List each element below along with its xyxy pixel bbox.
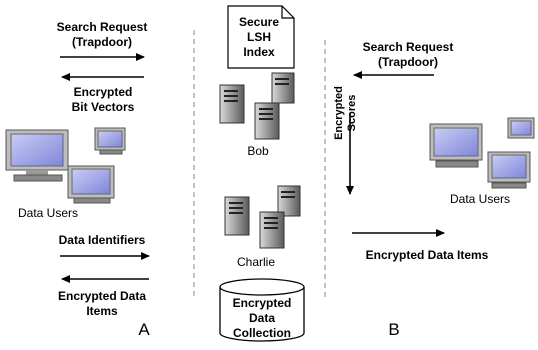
label-search-request-a: Search Request (Trapdoor) [56, 20, 148, 49]
server-icon [271, 72, 295, 104]
label-data-identifiers: Data Identifiers [58, 233, 146, 247]
computer-icon [507, 117, 535, 139]
server-icon [254, 102, 280, 140]
computer-icon [94, 127, 126, 155]
label-encrypted-data-items-b: Encrypted Data Items [365, 248, 489, 262]
panel-label-a: A [138, 320, 150, 339]
label-encrypted-data-collection: Encrypted Data Collection [232, 296, 292, 340]
computer-icon [67, 165, 115, 204]
label-charlie: Charlie [236, 255, 275, 269]
label-encrypted-scores: Encrypted Scores [333, 86, 358, 140]
label-encrypted-bit-vectors: Encrypted Bit Vectors [71, 85, 135, 114]
panel-label-b: B [388, 320, 400, 339]
computer-icon [487, 151, 531, 189]
database-cylinder-icon [219, 278, 305, 342]
server-icon [219, 84, 245, 124]
server-icon [259, 211, 285, 249]
label-search-request-b: Search Request (Trapdoor) [362, 40, 454, 69]
document-icon [227, 5, 295, 69]
label-encrypted-data-items-a: Encrypted Data Items [57, 289, 147, 318]
computer-icon [5, 129, 69, 182]
label-data-users-b: Data Users [449, 192, 511, 206]
label-secure-lsh-index: Secure LSH Index [238, 15, 280, 59]
computer-icon [429, 123, 483, 168]
server-icon [224, 196, 250, 236]
server-icon [277, 185, 301, 217]
label-bob: Bob [247, 144, 269, 158]
label-data-users-a: Data Users [17, 206, 79, 220]
